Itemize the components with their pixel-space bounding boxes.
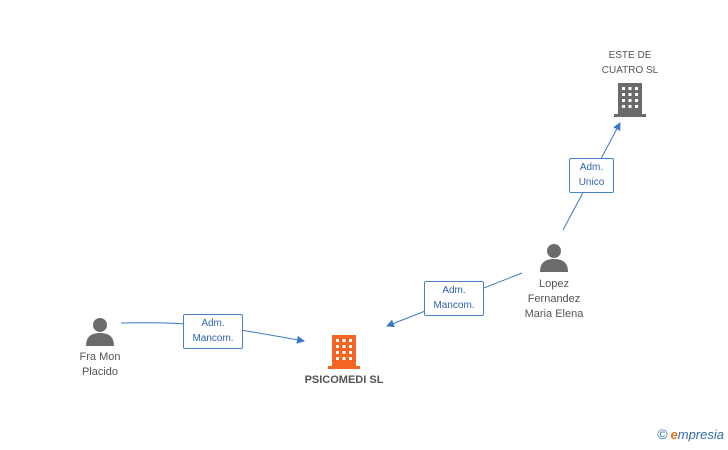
copyright-icon: © [657,426,668,442]
node-label: Maria Elena [524,308,584,320]
person-icon [86,318,114,346]
node-label: CUATRO SL [601,65,659,76]
brand-name: mpresia [677,427,724,442]
footer-brand: ©empresia [657,426,724,442]
node-label: Lopez [539,278,569,290]
node-label: ESTE DE [608,50,652,61]
node-label: Fernandez [527,293,581,305]
edge-label-line: Unico [578,177,605,188]
edge-label-line: Adm. [201,318,225,329]
node-lopez-fernandez-maria-elena[interactable]: Lopez Fernandez Maria Elena [508,242,600,322]
node-fra-mon-placido[interactable]: Fra Mon Placido [64,316,136,380]
edge-label-adm-mancom-lopez[interactable]: Adm. Mancom. [424,281,484,316]
edge-label-line: Mancom. [192,333,234,344]
building-icon [328,335,360,369]
edge-label-adm-mancom-fra[interactable]: Adm. Mancom. [183,314,243,349]
node-este-de-cuatro-sl[interactable]: ESTE DE CUATRO SL [588,48,672,117]
node-label: Fra Mon [79,351,121,363]
person-icon [540,244,568,272]
edge-label-line: Adm. [442,285,466,296]
node-label: PSICOMEDI SL [304,374,384,386]
edge-label-adm-unico[interactable]: Adm. Unico [569,158,614,193]
brand-logo-initial: e [670,427,678,442]
edge-label-line: Adm. [579,162,604,173]
edge-label-line: Mancom. [433,300,475,311]
node-psicomedi-sl[interactable]: PSICOMEDI SL [294,333,394,388]
building-icon [614,83,646,117]
node-label: Placido [81,366,119,378]
